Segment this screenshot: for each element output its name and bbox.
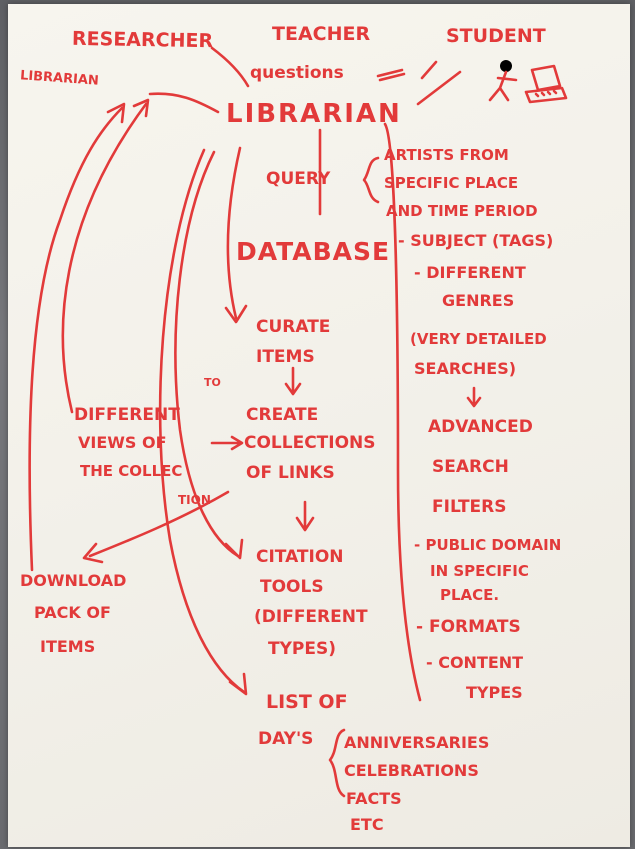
- advanced-line3: FILTERS: [432, 497, 507, 517]
- left-long-curve: [28, 106, 124, 572]
- query-label: QUERY: [266, 169, 331, 189]
- advanced-line1: ADVANCED: [428, 417, 533, 437]
- teacher-label: TEACHER: [272, 23, 370, 45]
- days-brace: [328, 728, 346, 798]
- views-up-head: [132, 98, 150, 118]
- detailed-line2: SEARCHES): [414, 359, 516, 378]
- genres-line1: - DIFFERENT: [414, 263, 526, 282]
- citation-line2: TOOLS: [260, 577, 324, 597]
- create-citation-arrow: [295, 500, 315, 532]
- advanced-line2: SEARCH: [432, 457, 509, 477]
- views-line3: THE COLLEC: [80, 462, 182, 480]
- public-line3: PLACE.: [440, 586, 499, 604]
- questions-label: questions: [250, 63, 344, 83]
- day-item-celebrations: CELEBRATIONS: [344, 761, 479, 780]
- content-line2: TYPES: [466, 683, 523, 702]
- to-mark: TO: [204, 376, 221, 389]
- curate-arrow: [226, 146, 242, 320]
- librarian-link-line: [148, 92, 220, 114]
- researcher-label: RESEARCHER: [72, 28, 214, 52]
- curate-line2: ITEMS: [256, 347, 315, 367]
- day-item-facts: FACTS: [346, 789, 402, 808]
- curate-arrow-head: [224, 304, 248, 324]
- day-item-anniversaries: ANNIVERSARIES: [344, 733, 489, 752]
- formats-label: - FORMATS: [416, 617, 521, 637]
- student-label: STUDENT: [446, 25, 546, 47]
- database-label: DATABASE: [236, 237, 390, 266]
- strike-mark: [376, 68, 406, 82]
- citation-line4: TYPES): [268, 639, 336, 659]
- list-curve-head: [228, 672, 248, 696]
- download-curve-head: [82, 542, 104, 564]
- download-line2: PACK OF: [34, 603, 111, 622]
- citation-curve: [174, 150, 240, 558]
- list-line1: LIST OF: [266, 691, 348, 713]
- list-line2: DAY'S: [258, 729, 313, 749]
- student-connector: [416, 70, 462, 106]
- laptop-icon: [524, 64, 568, 104]
- curate-line1: CURATE: [256, 317, 330, 337]
- detailed-line1: (VERY DETAILED: [410, 330, 547, 348]
- day-item-etc: ETC: [350, 815, 384, 834]
- views-arrow: [210, 435, 244, 451]
- download-curve: [88, 490, 230, 558]
- curate-create-arrow: [284, 366, 302, 396]
- download-line3: ITEMS: [40, 637, 95, 656]
- citation-line3: (DIFFERENT: [254, 607, 368, 627]
- advanced-arrow: [466, 386, 482, 408]
- views-up-curve: [61, 102, 148, 414]
- subject-tags: - SUBJECT (TAGS): [398, 231, 553, 250]
- right-long-line: [383, 122, 422, 702]
- public-line1: - PUBLIC DOMAIN: [414, 536, 561, 554]
- left-long-head: [106, 102, 126, 124]
- artists-line2: SPECIFIC PLACE: [384, 174, 518, 192]
- stick-figure-icon: [488, 60, 518, 102]
- sketch-lines: [28, 46, 568, 798]
- artists-line3: AND TIME PERIOD: [386, 202, 538, 220]
- content-line1: - CONTENT: [426, 653, 523, 672]
- questions-slash: [420, 60, 438, 80]
- researcher-connector: [210, 46, 250, 88]
- create-line3: OF LINKS: [246, 463, 335, 483]
- query-brace: [362, 156, 380, 204]
- citation-line1: CITATION: [256, 547, 344, 567]
- views-line1: DIFFERENT: [74, 405, 180, 425]
- citation-curve-head: [224, 538, 244, 560]
- views-line4: TION: [178, 493, 211, 507]
- left-librarian-label: LIBRARIAN: [20, 68, 100, 88]
- download-line1: DOWNLOAD: [20, 571, 126, 590]
- librarian-label: LIBRARIAN: [226, 99, 402, 129]
- genres-line2: GENRES: [442, 291, 514, 310]
- list-curve: [158, 148, 246, 694]
- create-line2: COLLECTIONS: [244, 433, 376, 453]
- artists-line1: ARTISTS FROM: [384, 146, 509, 164]
- create-line1: CREATE: [246, 405, 318, 425]
- views-line2: VIEWS OF: [78, 433, 167, 452]
- public-line2: IN SPECIFIC: [430, 562, 529, 580]
